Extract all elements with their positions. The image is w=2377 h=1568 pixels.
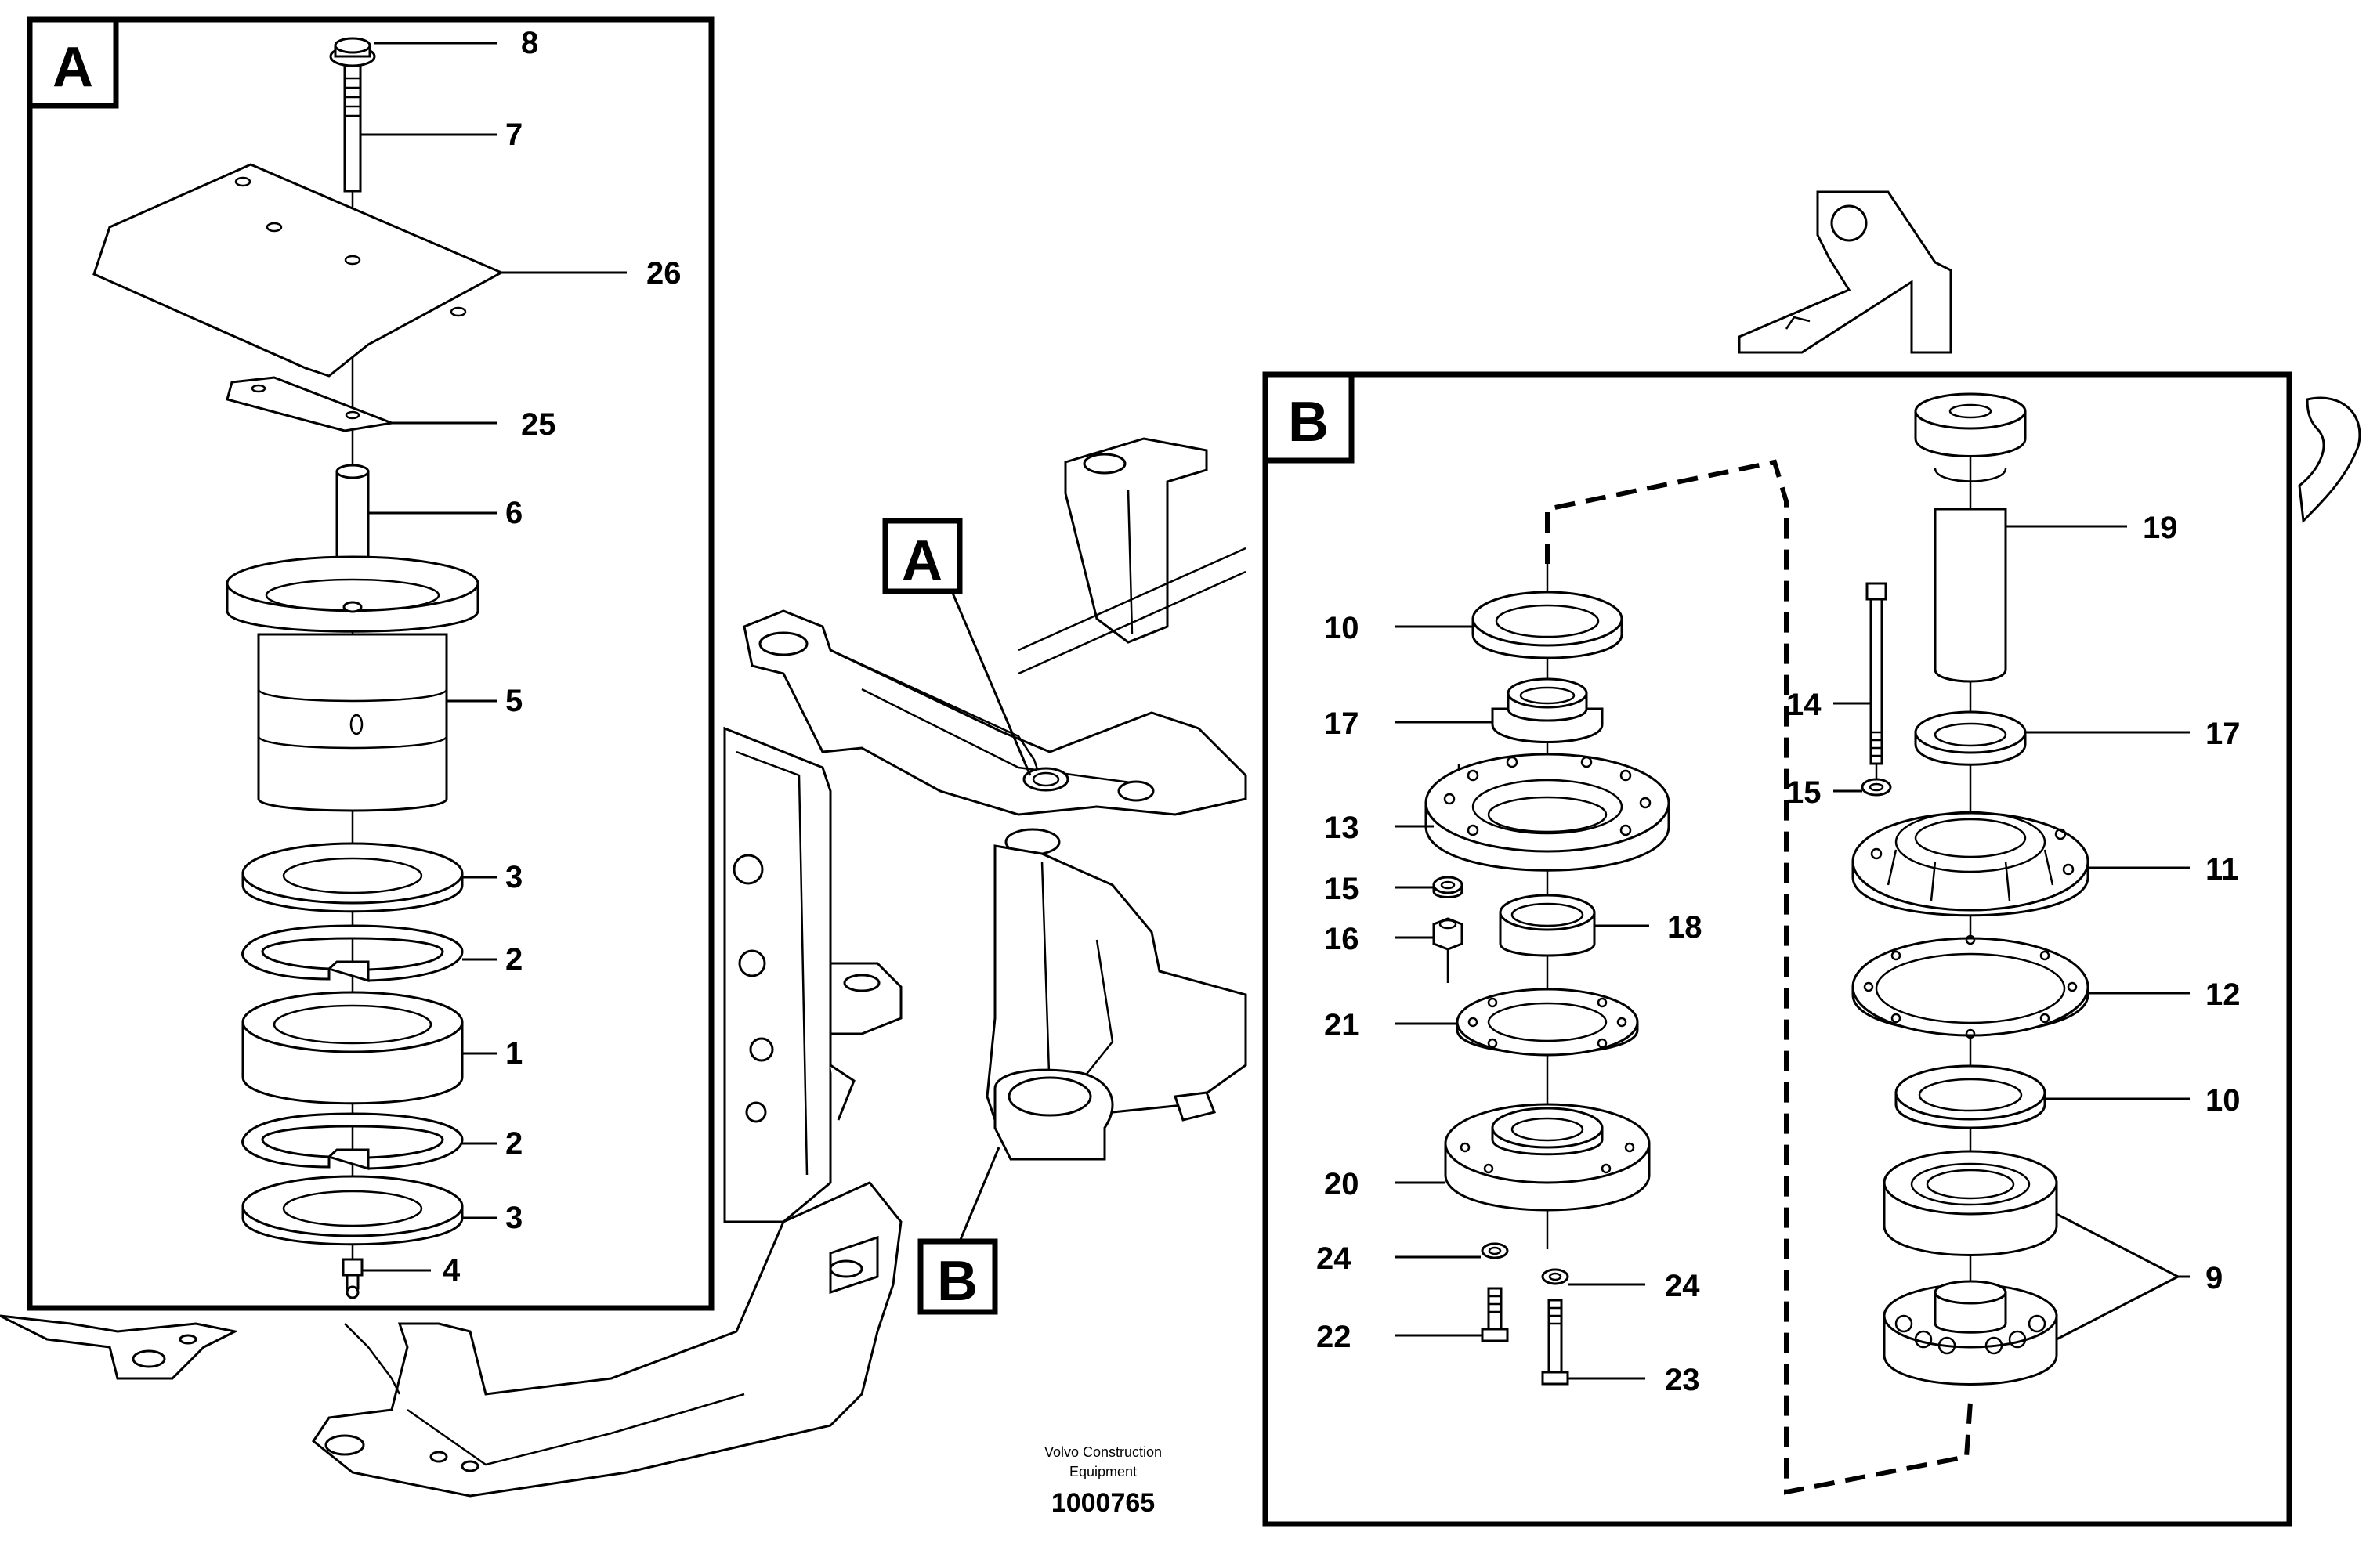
callout-5: 5: [505, 684, 523, 718]
part-18-sleeve: [1499, 894, 1596, 957]
part-5-bushing: [226, 555, 479, 812]
chassis-frame-drawing: [0, 190, 2361, 1498]
part-13-flange-housing: [1424, 753, 1670, 872]
part-11-bearing-housing: [1851, 811, 2089, 917]
callout-9: 9: [2205, 1261, 2223, 1295]
callout-10-left: 10: [1324, 611, 1359, 645]
panel-b-letter: B: [1288, 391, 1329, 453]
panel-a-letter: A: [52, 36, 93, 99]
part-24-washer-right: [1541, 1268, 1569, 1285]
part-22-short-bolt: [1481, 1287, 1509, 1342]
part-21-gasket: [1456, 988, 1639, 1057]
callout-6: 6: [505, 496, 523, 530]
part-20-end-cover: [1444, 1103, 1651, 1212]
svg-text:B: B: [937, 1250, 978, 1313]
part-25-shim: [226, 376, 396, 432]
part-15-washer-left: [1432, 876, 1463, 898]
callout-24-left: 24: [1316, 1241, 1351, 1276]
part-1-bearing: [241, 991, 464, 1105]
part-3-washer-upper: [241, 842, 464, 913]
part-24-washer-left: [1481, 1242, 1509, 1259]
part-4-grease-nipple: [342, 1258, 364, 1299]
part-16-nut: [1432, 917, 1463, 951]
part-15-washer-right: [1861, 778, 1892, 797]
drawing-number: 1000765: [1051, 1488, 1155, 1518]
panel-a: A: [27, 16, 715, 1311]
callout-19: 19: [2143, 511, 2178, 545]
callout-21: 21: [1324, 1008, 1359, 1042]
part-8-flange-nut: [329, 37, 376, 67]
part-9-roller-bearing-lower: [1883, 1280, 2058, 1386]
part-23-long-bolt: [1541, 1299, 1569, 1386]
callout-13: 13: [1324, 811, 1359, 845]
callout-23: 23: [1665, 1363, 1700, 1397]
callout-17-right: 17: [2205, 717, 2241, 751]
callout-24-right: 24: [1665, 1269, 1700, 1303]
callout-7: 7: [505, 117, 523, 152]
part-2-snap-ring-lower: [241, 1112, 464, 1171]
callout-18: 18: [1667, 910, 1702, 945]
part-14-long-bolt: [1865, 582, 1887, 765]
callout-16: 16: [1324, 922, 1359, 956]
panel-a-letter-box: [27, 16, 119, 109]
part-17-bushing-right: [1914, 710, 2027, 766]
part-26-cover-plate: [92, 163, 505, 378]
panel-b-letter-box: [1262, 371, 1355, 464]
panel-b-frame: [1262, 371, 2292, 1527]
frame-marker-b: B: [917, 1147, 1000, 1315]
callout-25: 25: [521, 407, 556, 442]
part-10-seal-left: [1471, 591, 1623, 659]
callout-2-lower: 2: [505, 1126, 523, 1161]
callout-3-upper: 3: [505, 860, 523, 894]
callout-4: 4: [443, 1253, 461, 1288]
part-19-pivot-pin: [1914, 392, 2027, 683]
part-17-bushing-left: [1491, 677, 1604, 743]
part-10-seal-right: [1894, 1064, 2046, 1129]
part-2-snap-ring-upper: [241, 924, 464, 983]
panel-b: B: [1262, 371, 2292, 1527]
callout-1: 1: [505, 1036, 523, 1071]
callout-15-right: 15: [1786, 775, 1822, 810]
frame-marker-a: A: [882, 518, 1032, 776]
callout-8: 8: [521, 26, 538, 60]
callout-15-left: 15: [1324, 872, 1359, 906]
callout-2-upper: 2: [505, 942, 523, 977]
part-6-sleeve: [335, 464, 370, 559]
part-12-gasket: [1851, 934, 2089, 1039]
svg-text:A: A: [902, 529, 942, 592]
callout-20: 20: [1324, 1167, 1359, 1201]
callout-22: 22: [1316, 1320, 1351, 1354]
part-9-roller-bearing-upper: [1883, 1150, 2058, 1256]
footer-line-1: Volvo Construction: [1044, 1444, 1162, 1460]
callout-11: 11: [2205, 852, 2238, 887]
part-3-washer-lower: [241, 1175, 464, 1246]
publisher-footer: Volvo Construction Equipment 1000765: [1044, 1444, 1162, 1518]
callout-3-lower: 3: [505, 1201, 523, 1235]
callout-12: 12: [2205, 977, 2241, 1012]
callout-17-left: 17: [1324, 706, 1359, 741]
callout-26: 26: [646, 256, 682, 291]
footer-line-2: Equipment: [1069, 1464, 1137, 1479]
callout-14: 14: [1786, 688, 1822, 722]
part-7-stud: [343, 64, 362, 193]
callout-10-right: 10: [2205, 1083, 2241, 1118]
